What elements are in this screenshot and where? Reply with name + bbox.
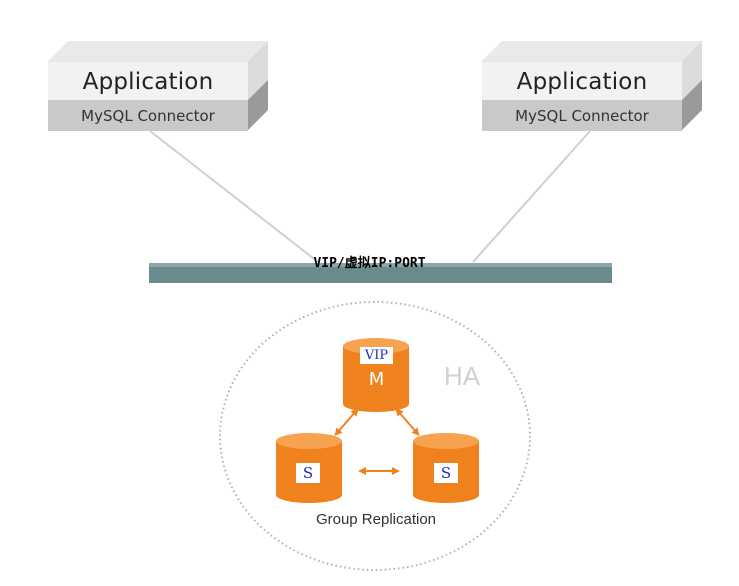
replication-arrow-left (334, 407, 359, 437)
ha-label: HA (444, 361, 481, 391)
group-replication-label: Group Replication (315, 511, 437, 528)
master-vip-tag: VIP (360, 347, 393, 364)
link-right (472, 130, 591, 263)
ha-boundary (219, 301, 531, 571)
slave-db-left (276, 433, 342, 503)
connector-label-right: MySQL Connector (482, 100, 682, 131)
vip-port-label: VIP/虚拟IP:PORT (313, 256, 426, 271)
app-box-left-3d (48, 41, 268, 130)
application-label-right: Application (482, 61, 682, 101)
replication-arrow-right (395, 407, 420, 437)
master-db (343, 338, 409, 412)
link-left (149, 130, 319, 263)
connector-label-left: MySQL Connector (48, 100, 248, 131)
slave-left-role-label: S (296, 463, 320, 483)
application-label-left: Application (48, 61, 248, 101)
slave-right-role-label: S (434, 463, 458, 483)
vip-bus (149, 263, 612, 283)
master-role-label: M (368, 369, 385, 390)
app-box-right-3d (482, 41, 702, 130)
